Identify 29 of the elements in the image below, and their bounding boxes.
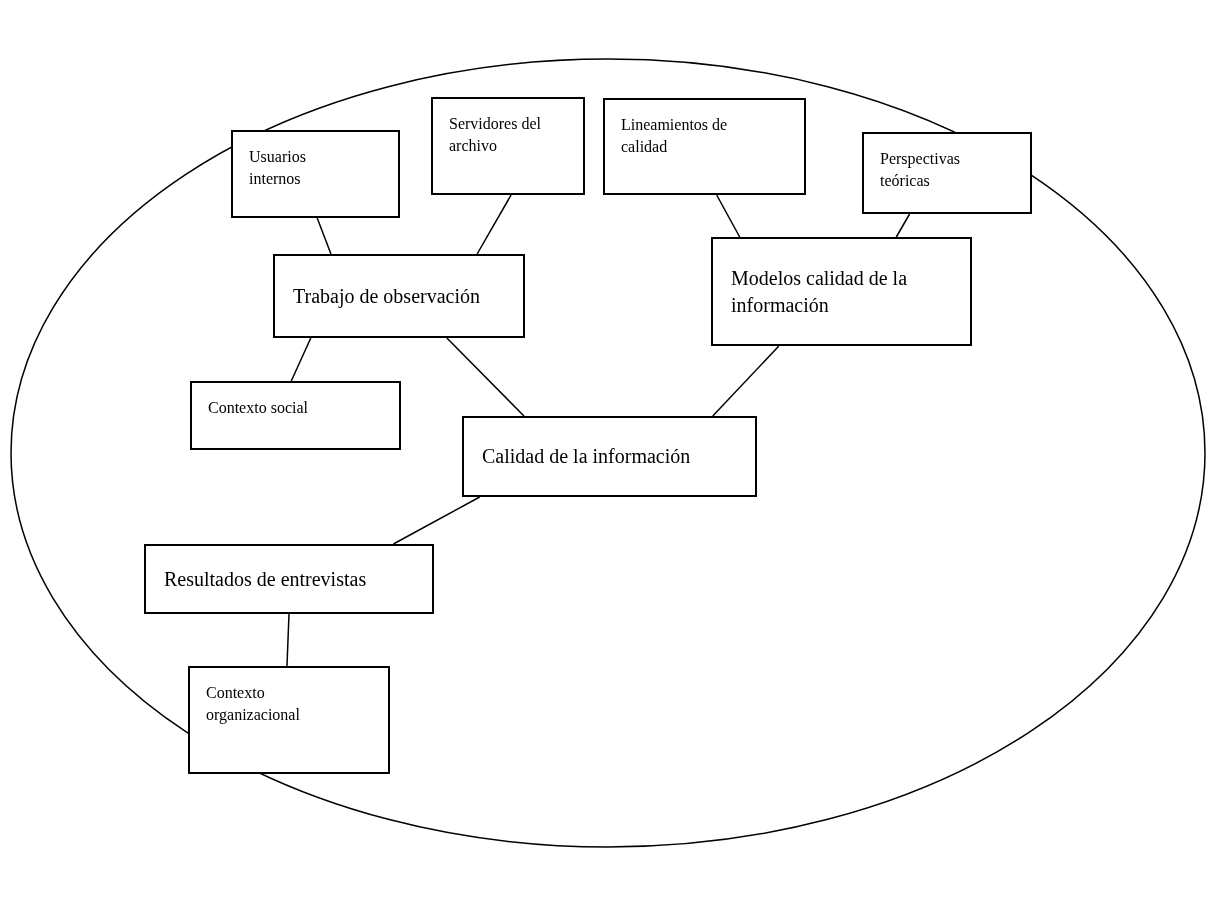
connector-line <box>392 496 481 545</box>
text-box <box>431 97 585 195</box>
box-label: Calidad de la información <box>482 444 692 469</box>
box-label: Contexto social <box>208 398 309 418</box>
box-label: Trabajo de observación <box>293 283 481 310</box>
text-box <box>190 381 401 450</box>
text-box <box>862 132 1032 214</box>
connector-line <box>476 194 512 255</box>
box-label: Contexto organizacional <box>206 683 301 726</box>
box-label: Lineamientos de calidad <box>621 115 729 157</box>
box-label: Modelos calidad de la información <box>731 265 909 318</box>
box-label: Perspectivas teóricas <box>880 149 961 191</box>
text-box <box>711 237 972 346</box>
box-label: Resultados de entrevistas <box>164 566 368 592</box>
text-box <box>273 254 525 338</box>
text-box <box>462 416 757 497</box>
connector-line <box>290 337 312 382</box>
text-box <box>603 98 806 195</box>
box-label: Servidores del archivo <box>449 114 542 156</box>
connector-line <box>712 345 780 417</box>
connector-line <box>895 213 911 238</box>
connector-line <box>286 613 290 667</box>
connector-line <box>715 194 741 238</box>
box-label: Usuarios internos <box>249 147 307 189</box>
connector-line <box>446 337 525 417</box>
text-box <box>188 666 390 774</box>
text-box <box>144 544 434 614</box>
connector-line <box>316 217 332 255</box>
text-box <box>231 130 400 218</box>
